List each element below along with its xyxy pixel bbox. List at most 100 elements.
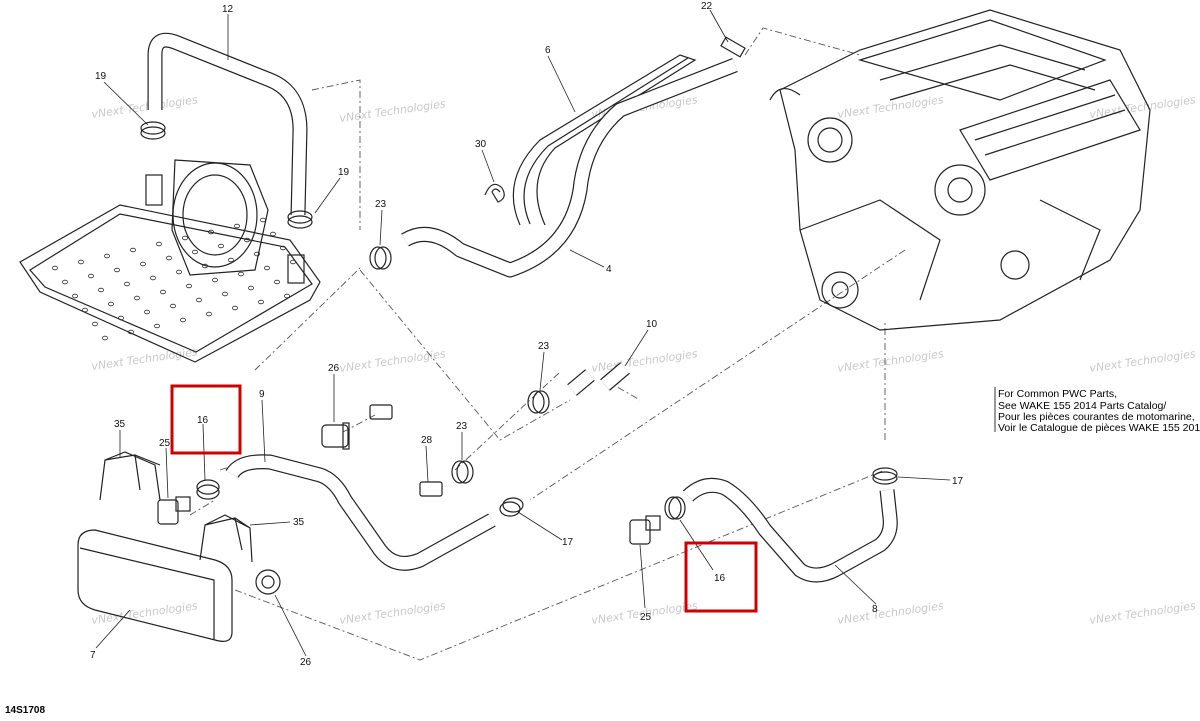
plate-hole (155, 241, 162, 247)
fitting (145, 174, 163, 206)
plate-hole (78, 259, 85, 265)
fitting-25a (157, 496, 191, 525)
plate-hole (283, 293, 290, 299)
mounting-plate (19, 159, 321, 363)
callout-26: 26 (300, 657, 312, 668)
plate-hole (257, 299, 264, 305)
dash-line (529, 249, 906, 501)
plate-hole (253, 251, 260, 257)
diagram-code: 14S1708 (5, 705, 45, 716)
clamp-16b (664, 496, 686, 520)
bracket-35a (99, 451, 161, 501)
dash-line (311, 79, 361, 230)
note-line: For Common PWC Parts, (998, 388, 1117, 400)
fitting-22 (720, 36, 746, 58)
fitting (287, 254, 305, 284)
callout-23: 23 (538, 341, 550, 352)
plate-hole (237, 271, 244, 277)
watermark: vNext Technologies (339, 599, 447, 627)
watermark: vNext Technologies (837, 93, 945, 121)
clamp-16a (196, 479, 220, 500)
callout-7: 7 (90, 650, 96, 661)
plate-hole (259, 217, 266, 223)
plate-hole (273, 279, 280, 285)
plate-hole (169, 303, 176, 309)
plate-hole (82, 307, 89, 313)
plate-hole (195, 297, 202, 303)
plate-hole (72, 293, 79, 299)
callout-26: 26 (328, 363, 340, 374)
callout-19: 19 (338, 167, 350, 178)
dash-line (254, 267, 361, 371)
plate-hole (247, 285, 254, 291)
callout-8: 8 (872, 604, 878, 615)
callout-10: 10 (646, 319, 658, 330)
callout-17: 17 (952, 476, 964, 487)
clamp-19b (287, 210, 313, 229)
plate-hole (211, 277, 218, 283)
plate-hole (289, 259, 296, 265)
plate-hole (207, 229, 214, 235)
highlight-box-16-right (684, 541, 758, 613)
plate-hole (108, 301, 115, 307)
fitting-25b (629, 515, 661, 545)
plate-hole (233, 223, 240, 229)
common-parts-note: For Common PWC Parts, See WAKE 155 2014 … (994, 387, 1200, 434)
plate-hole (181, 235, 188, 241)
plate-hole (153, 323, 160, 329)
plate-holes (52, 217, 296, 341)
bracket-35b (199, 514, 253, 563)
watermark: vNext Technologies (837, 599, 945, 627)
clamp-23c (451, 460, 474, 484)
plate-hole (62, 279, 69, 285)
leader-lines (95, 9, 951, 657)
engine (769, 9, 1151, 331)
plate-hole (175, 269, 182, 275)
callout-17: 17 (562, 537, 574, 548)
callouts: 12 22 19 6 30 19 23 4 10 23 26 9 35 16 2… (90, 1, 964, 668)
hose-12 (147, 32, 308, 216)
dash-line (189, 499, 216, 516)
callout-23: 23 (375, 199, 387, 210)
watermark-layer: vNext Technologies vNext Technologies vN… (91, 93, 1197, 627)
clamp-23b (527, 390, 550, 414)
pump-housing (172, 162, 258, 268)
dash-line (744, 27, 861, 56)
dash-line (359, 269, 571, 441)
plate-hole (127, 329, 134, 335)
plate-hole (231, 305, 238, 311)
plate-hole (179, 317, 186, 323)
note-line: Pour les pièces courantes de motomarine, (998, 411, 1195, 423)
callout-12: 12 (222, 4, 234, 15)
plate-hole (185, 283, 192, 289)
hose-4 (401, 58, 738, 278)
plate-hole (269, 231, 276, 237)
callout-35: 35 (114, 419, 126, 430)
callout-35: 35 (293, 517, 305, 528)
note-line: See WAKE 155 2014 Parts Catalog/ (998, 400, 1166, 412)
callout-4: 4 (606, 264, 612, 275)
callout-25: 25 (159, 438, 171, 449)
callout-23: 23 (456, 421, 468, 432)
clamp-23a (369, 246, 392, 270)
note-line: Voir le Catalogue de pièces WAKE 155 201… (998, 422, 1200, 434)
plate-hole (159, 289, 166, 295)
plate-hole (143, 309, 150, 315)
dash-line (454, 371, 561, 471)
plate-hole (263, 265, 270, 271)
plate-hole (191, 249, 198, 255)
callout-30: 30 (475, 139, 487, 150)
plate-hole (133, 295, 140, 301)
fitting-26b (255, 569, 281, 595)
plate-hole (88, 273, 95, 279)
fitting-28a (369, 404, 393, 420)
plate-hole (118, 315, 125, 321)
plate-hole (279, 245, 286, 251)
watermark: vNext Technologies (91, 345, 199, 373)
watermark: vNext Technologies (837, 347, 945, 375)
watermark: vNext Technologies (1089, 599, 1197, 627)
watermark: vNext Technologies (339, 347, 447, 375)
plate-hole (165, 255, 172, 261)
plate-hole (129, 247, 136, 253)
